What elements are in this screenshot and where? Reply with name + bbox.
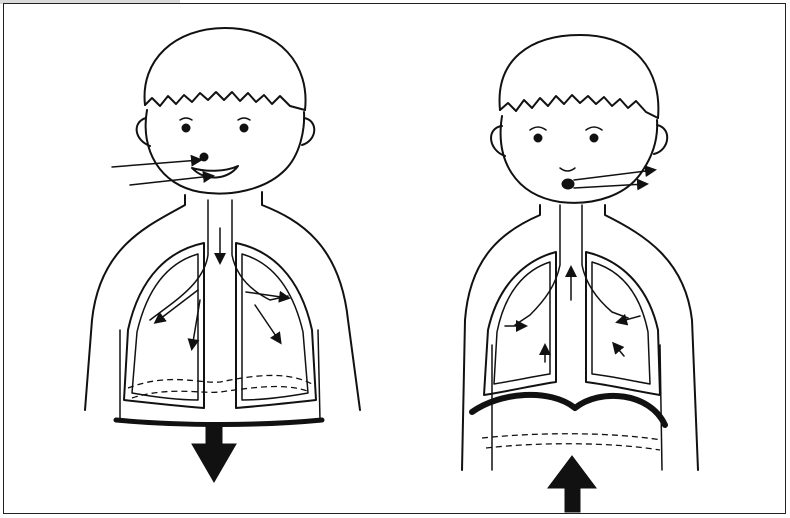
exhale-airways — [505, 205, 640, 362]
diaphragm-down-arrow — [192, 426, 236, 482]
inhale-airways — [150, 200, 288, 348]
diaphragm-up-arrow — [548, 456, 596, 512]
inhale-panel — [85, 28, 360, 482]
inhale-diaphragm — [116, 420, 322, 425]
exhale-diaphragm-lowered-outline — [482, 434, 662, 440]
inhale-torso — [85, 192, 360, 420]
exhale-head — [491, 35, 667, 203]
inhale-lungs — [124, 243, 316, 408]
exhale-panel — [462, 35, 698, 512]
inhale-head — [137, 28, 315, 194]
exhale-diaphragm — [472, 395, 665, 425]
exhale-lungs — [484, 252, 660, 395]
